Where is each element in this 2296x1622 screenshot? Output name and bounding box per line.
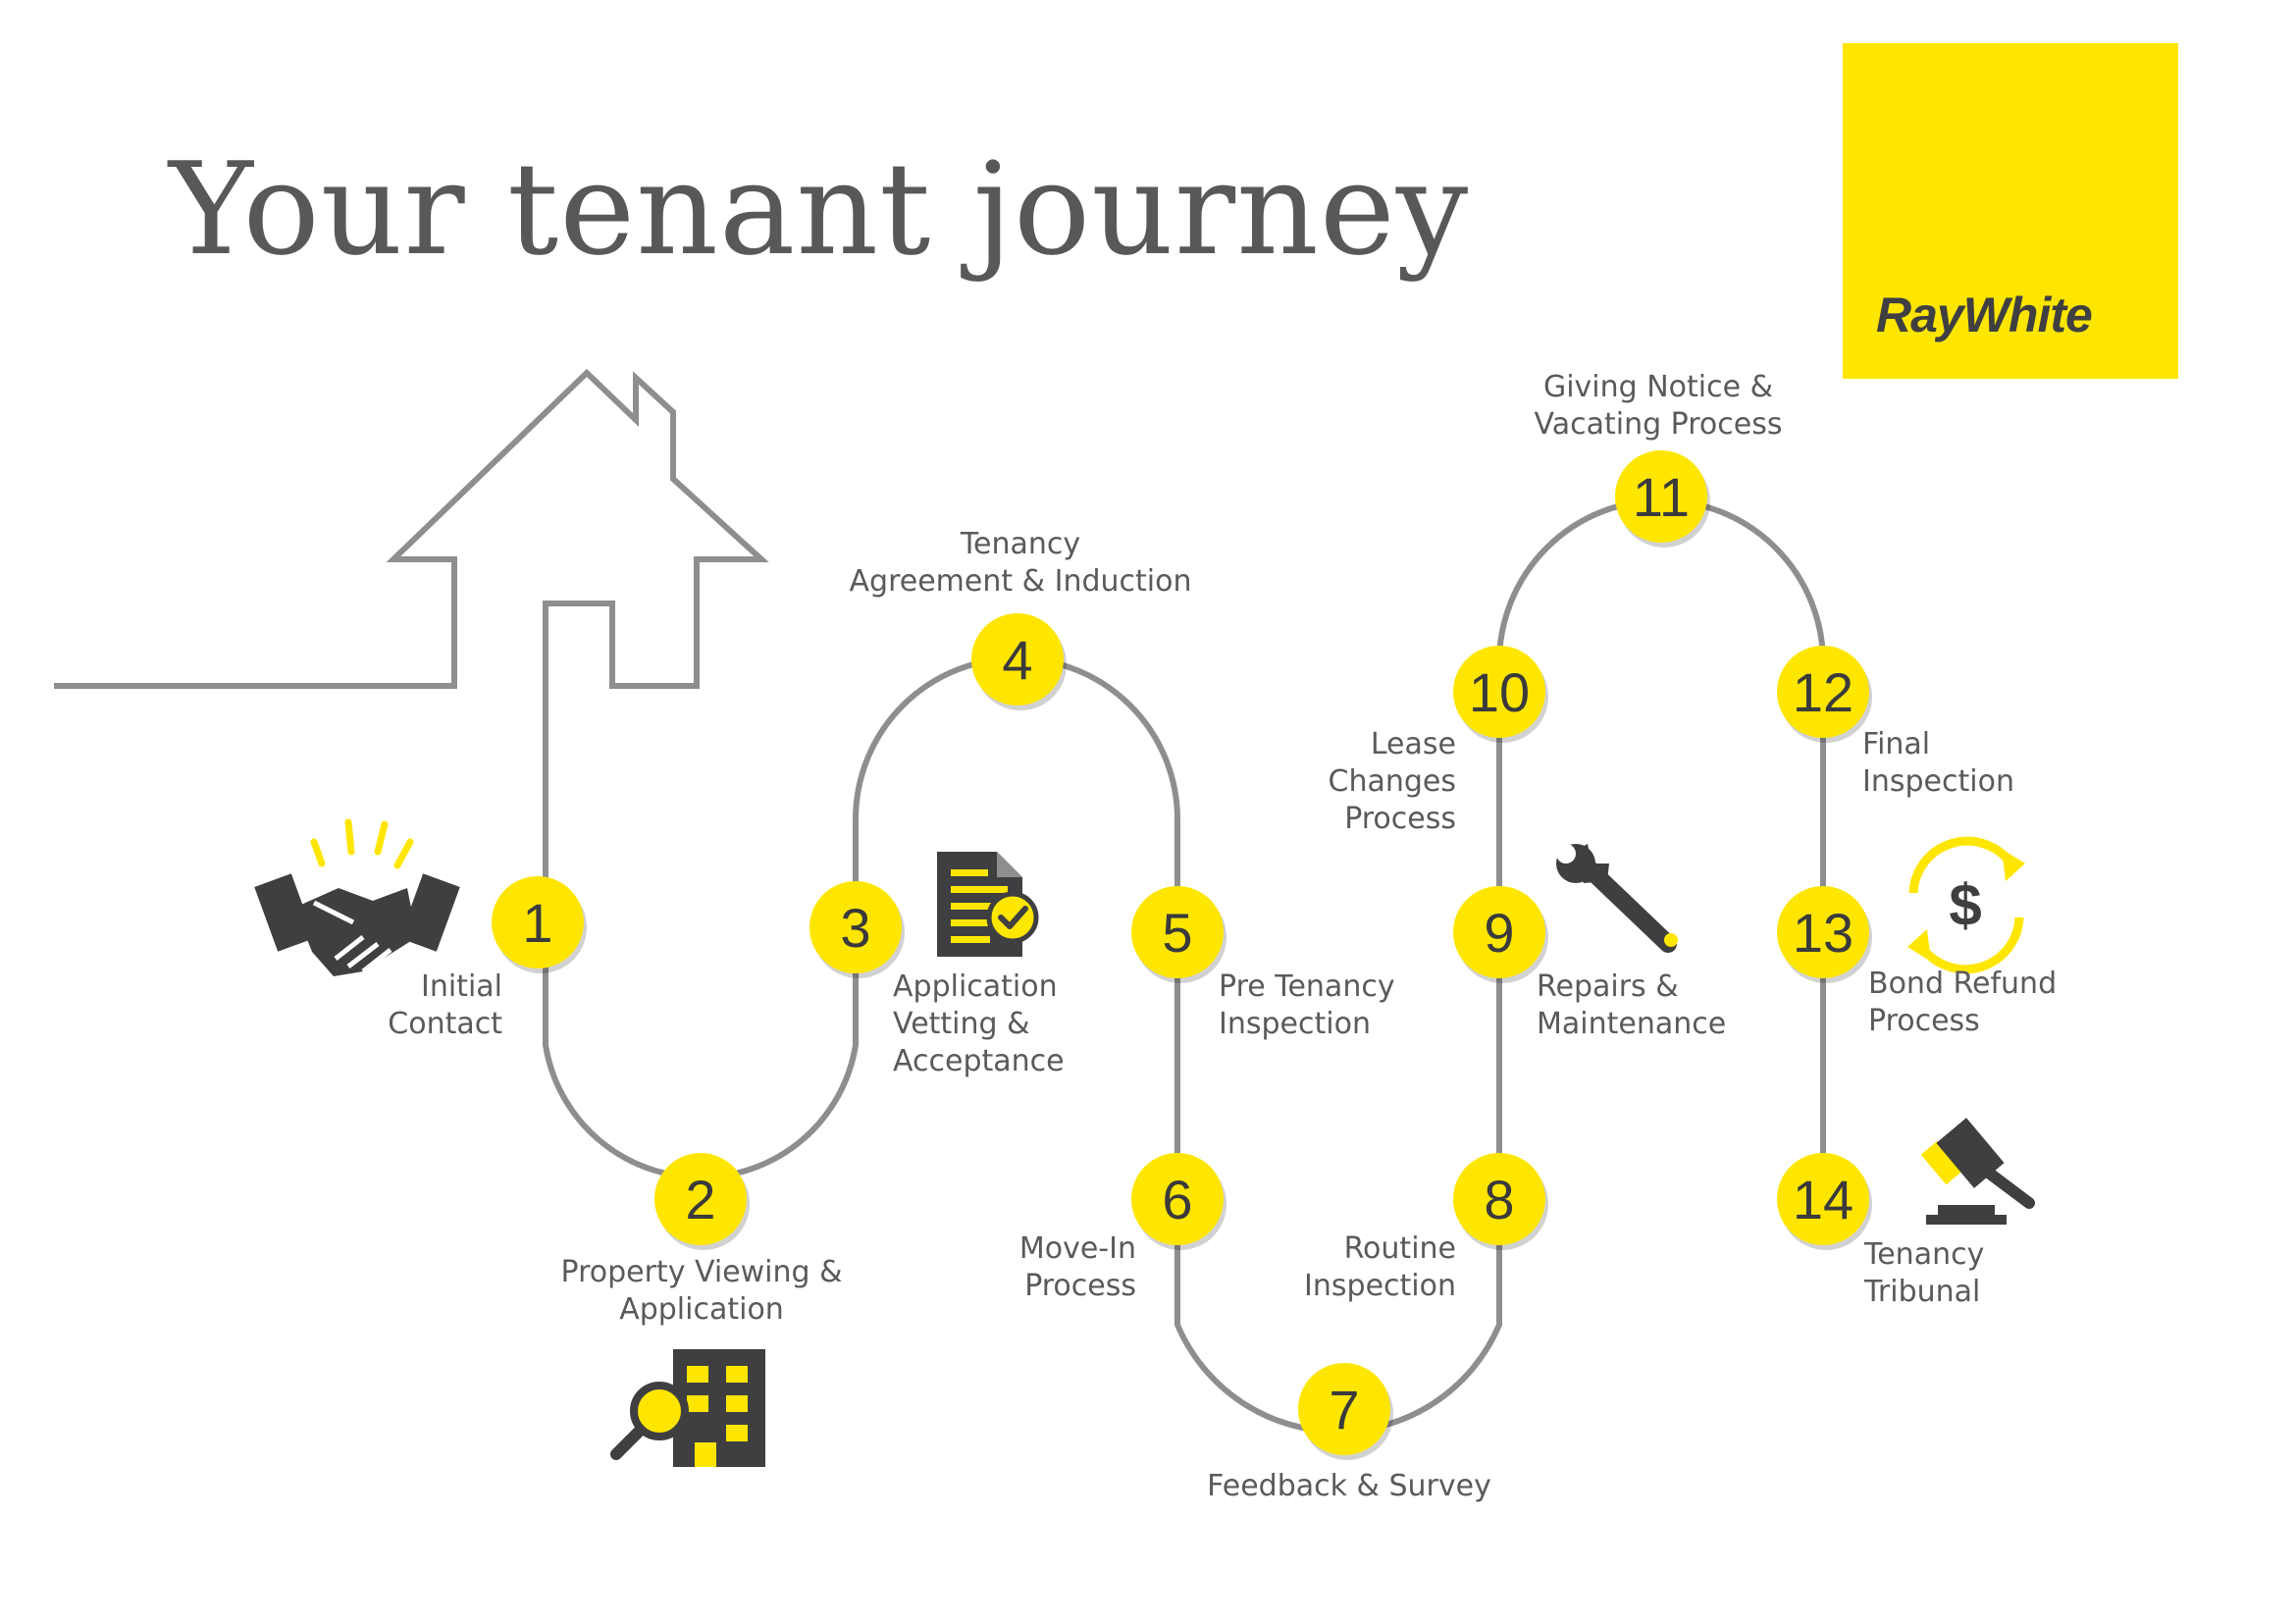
step-label-13: Bond Refund Process [1868, 967, 2058, 1038]
step-circle [1453, 886, 1545, 978]
step-number: 8 [1484, 1169, 1514, 1230]
step-circle [809, 881, 902, 973]
step-9: 9 [1453, 886, 1548, 983]
step-circle [1777, 646, 1869, 738]
raywhite-logo: RayWhite [1843, 43, 2178, 379]
step-number: 7 [1329, 1379, 1359, 1440]
step-label-2: Property Viewing & Application [560, 1255, 843, 1327]
step-circle [1131, 886, 1224, 978]
step-circle [1298, 1363, 1390, 1455]
step-label-7: Feedback & Survey [1207, 1469, 1491, 1503]
step-label-14: Tenancy Tribunal [1864, 1237, 1985, 1309]
step-13: 13 [1777, 886, 1872, 983]
step-circle [1131, 1153, 1224, 1245]
step-circle [492, 876, 584, 968]
step-8: 8 [1453, 1153, 1548, 1250]
step-circle [1615, 450, 1707, 543]
handshake-icon [254, 818, 460, 976]
step-7: 7 [1298, 1363, 1393, 1460]
step-number: 12 [1793, 661, 1853, 723]
step-number: 11 [1633, 466, 1690, 528]
step-label-4: Tenancy Agreement & Induction [849, 527, 1192, 599]
step-number: 10 [1469, 661, 1530, 723]
step-number: 14 [1793, 1169, 1853, 1230]
step-10: 10 [1453, 646, 1548, 743]
step-2: 2 [654, 1153, 750, 1250]
step-12: 12 [1777, 646, 1872, 743]
document-check-icon [937, 852, 1039, 957]
step-label-10: Lease Changes Process [1328, 727, 1457, 836]
gavel-icon [1920, 1118, 2035, 1225]
house-outline [54, 368, 769, 863]
dollar-refund-icon: $ [1907, 836, 2025, 974]
step-label-6: Move-In Process [1018, 1231, 1136, 1303]
step-number: 13 [1793, 902, 1853, 964]
step-number: 5 [1162, 902, 1192, 964]
step-circle [1453, 1153, 1545, 1245]
step-number: 3 [840, 897, 870, 959]
step-number: 9 [1484, 902, 1514, 964]
step-circle [654, 1153, 747, 1245]
step-number: 2 [685, 1169, 715, 1230]
wrench-icon [1556, 844, 1678, 953]
step-label-8: Routine Inspection [1304, 1231, 1456, 1303]
step-4: 4 [971, 613, 1067, 710]
step-14: 14 [1777, 1153, 1872, 1250]
step-circle [1453, 646, 1545, 738]
step-label-3: Application Vetting & Acceptance [893, 969, 1065, 1078]
step-number: 6 [1162, 1169, 1192, 1230]
step-number: 4 [1002, 629, 1032, 691]
page-title: Your tenant journey [169, 134, 1470, 284]
step-3: 3 [809, 881, 905, 978]
step-circle [1777, 1153, 1869, 1245]
step-label-11: Giving Notice & Vacating Process [1534, 370, 1783, 442]
step-label-5: Pre Tenancy Inspection [1219, 969, 1395, 1041]
step-label-1: Initial Contact [388, 969, 502, 1041]
step-circle [971, 613, 1064, 706]
journey-path [543, 497, 1826, 1435]
svg-text:$: $ [1949, 872, 1981, 938]
step-label-12: Final Inspection [1862, 727, 2014, 799]
step-1: 1 [492, 876, 587, 973]
step-label-9: Repairs & Maintenance [1537, 969, 1727, 1041]
step-circle [1777, 886, 1869, 978]
step-11: 11 [1615, 450, 1710, 548]
step-number: 1 [522, 892, 552, 954]
building-search-icon [610, 1349, 765, 1467]
step-6: 6 [1131, 1153, 1226, 1250]
step-5: 5 [1131, 886, 1226, 983]
brand-name: RayWhite [1876, 288, 2093, 342]
